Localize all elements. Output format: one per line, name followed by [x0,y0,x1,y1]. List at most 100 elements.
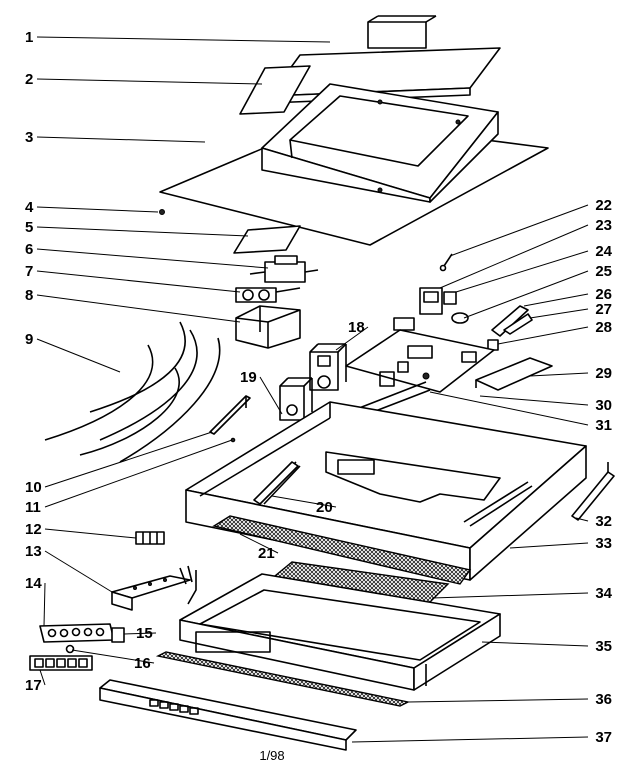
leader-line-16 [71,649,155,664]
leader-line-5 [36,226,249,237]
leader-line-29 [529,372,589,377]
part-3-outer-wrapper-frame [159,83,549,246]
leader-line-6 [36,248,269,269]
callout-label-6: 6 [25,241,33,258]
callout-label-25: 25 [595,263,612,280]
callout-label-20: 20 [316,499,333,516]
leader-line-32 [575,517,589,522]
callout-label-29: 29 [595,365,612,382]
callout-layer: 1234567891011121314151617181920212223242… [25,29,613,746]
leader-line-31 [429,391,589,426]
callout-label-21: 21 [258,545,275,562]
leader-line-7 [36,270,241,293]
part-18-switch-module [309,343,347,391]
leader-line-4 [36,206,159,213]
leader-line-28 [497,326,589,345]
part-24-terminal [443,291,457,305]
part-5-filter-pad [233,225,301,254]
callout-label-12: 12 [25,521,42,538]
leader-line-1 [36,36,331,43]
leader-line-18 [335,326,369,351]
callout-label-26: 26 [595,286,612,303]
callout-label-9: 9 [25,331,33,348]
part-14-switch-panel [39,623,115,643]
callout-label-31: 31 [595,417,612,434]
callout-label-30: 30 [595,397,612,414]
callout-label-37: 37 [595,729,612,746]
part-32-side-rail [571,462,615,521]
leader-line-14 [43,582,46,627]
part-23-control-board [419,287,443,315]
part-22-sensor-pin [439,253,453,272]
leader-line-17 [39,669,46,686]
callout-label-14: 14 [25,575,42,592]
leader-line-2 [36,78,263,85]
leader-line-11 [44,439,233,508]
callout-label-10: 10 [25,479,42,496]
leader-line-8 [36,294,241,323]
part-2-insulation-pad [239,65,311,115]
callout-label-4: 4 [25,199,34,216]
callout-label-27: 27 [595,301,612,318]
part-20-slide-rail [253,461,299,505]
leader-line-9 [36,338,121,373]
part-30-circuit-board [345,317,495,393]
leader-line-30 [479,395,589,406]
callout-label-34: 34 [595,585,612,602]
leader-line-23 [439,224,589,289]
callout-label-28: 28 [595,319,612,336]
leader-line-34 [431,592,589,599]
part-6-transformer [249,255,319,283]
leader-line-19 [259,376,283,415]
part-16-knob [65,644,75,654]
callout-label-2: 2 [25,71,33,88]
leader-line-10 [44,431,213,488]
part-7-relay-assembly [235,287,301,303]
callout-label-11: 11 [25,499,41,516]
callout-label-1: 1 [25,29,33,46]
part-21-vent-grille [212,515,472,585]
callout-label-23: 23 [595,217,612,234]
leader-line-15 [123,632,157,635]
callout-label-18: 18 [348,319,365,336]
leader-line-3 [36,136,206,143]
part-17-button-strip [29,655,93,671]
callout-label-24: 24 [595,243,612,260]
callout-label-13: 13 [25,543,42,560]
leader-line-24 [455,250,589,293]
callout-label-8: 8 [25,287,33,304]
part-27-clip [503,313,533,335]
part-4-screw [159,209,165,215]
part-8-bracket-box [235,305,301,349]
callout-label-7: 7 [25,263,33,280]
callout-label-15: 15 [136,625,153,642]
callout-label-35: 35 [595,638,612,655]
part-9-wire-harness [44,321,221,463]
part-26-bracket [491,305,529,337]
callout-label-22: 22 [595,197,612,214]
leader-line-37 [351,736,589,743]
callout-label-5: 5 [25,219,33,236]
leader-line-35 [481,641,589,647]
part-29-mounting-plate [475,357,553,391]
callout-label-36: 36 [595,691,612,708]
part-35-base-frame [179,573,501,691]
leader-line-12 [44,528,137,539]
part-15-switch-plate [111,627,125,643]
leader-line-27 [529,308,589,319]
footer-code: 1/98 [259,748,284,763]
callout-label-33: 33 [595,535,612,552]
leader-line-25 [463,270,589,319]
leader-line-13 [44,550,113,593]
leader-line-21 [239,533,279,554]
callout-label-16: 16 [134,655,151,672]
part-19-switch-module [279,377,313,421]
callout-label-19: 19 [240,369,257,386]
part-1-top-cover [267,15,501,104]
part-25-relay [451,312,469,324]
part-10-side-rail [209,395,251,435]
leader-line-20 [271,495,337,508]
leader-line-36 [407,698,589,703]
callout-label-32: 32 [595,513,612,530]
